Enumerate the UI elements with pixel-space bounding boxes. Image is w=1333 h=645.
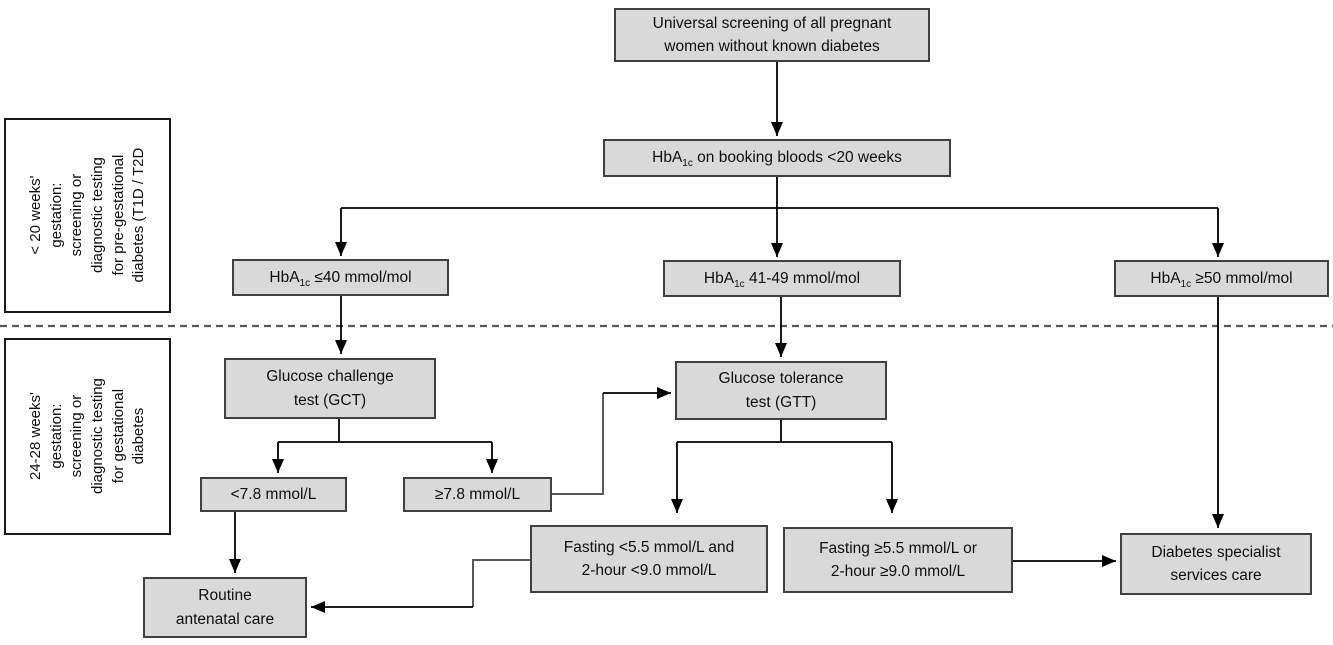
node-glucose-challenge-test: Glucose challenge test (GCT): [224, 358, 436, 419]
node-text: services care: [1170, 567, 1262, 584]
node-text: Glucose tolerance: [718, 370, 844, 388]
node-text: ≥7.8 mmol/L: [434, 485, 521, 503]
sidebar-line: gestation:: [47, 403, 65, 470]
node-text: test (GTT): [745, 393, 817, 411]
node-text: Fasting <5.5 mmol/L and: [563, 538, 735, 556]
node-gtt-normal-result: Fasting <5.5 mmol/L and 2-hour <9.0 mmol…: [530, 525, 768, 593]
node-hba1c-ge50: HbA1c ≥50 mmol/mol: [1114, 260, 1329, 297]
sidebar-label-24-28-weeks: 24-28 weeks' gestation: screening or dia…: [4, 338, 171, 535]
sidebar-line: for gestational: [109, 389, 127, 484]
node-text: Fasting ≥5.5 mmol/L or: [819, 539, 977, 557]
node-text: Glucose challenge: [266, 368, 394, 386]
node-universal-screening: Universal screening of all pregnant wome…: [614, 8, 930, 62]
sidebar-line: diabetes: [129, 408, 147, 465]
node-text: test (GCT): [293, 391, 367, 409]
node-text: antenatal care: [175, 610, 275, 628]
node-hba1c-41-49: HbA1c 41-49 mmol/mol: [663, 260, 901, 297]
node-gct-ge-7-8: ≥7.8 mmol/L: [403, 477, 552, 512]
node-text: women without known diabetes: [664, 38, 880, 55]
node-gct-below-7-8: <7.8 mmol/L: [200, 477, 347, 512]
sidebar-line: diagnostic testing: [88, 157, 106, 274]
sidebar-label-under-20-weeks-text: < 20 weeks' gestation: screening or diag…: [25, 121, 149, 311]
sidebar-line: for pre-gestational: [109, 155, 127, 276]
sidebar-line: screening or: [67, 395, 85, 478]
elbow-ge78-to-gtt: [552, 393, 604, 495]
elbow-gttneg-to-routine: [472, 559, 530, 607]
node-text: HbA1c ≤40 mmol/mol: [269, 268, 412, 289]
node-text: Universal screening of all pregnant: [652, 14, 892, 32]
sidebar-label-24-28-weeks-text: 24-28 weeks' gestation: screening or dia…: [25, 342, 149, 532]
node-text: Routine: [198, 587, 252, 605]
node-text: Diabetes specialist: [1151, 543, 1281, 561]
sidebar-line: diabetes (T1D / T2D: [129, 148, 147, 283]
node-glucose-tolerance-test: Glucose tolerance test (GTT): [675, 361, 887, 420]
sidebar-line: gestation:: [47, 182, 65, 249]
sidebar-line: < 20 weeks': [26, 175, 44, 256]
node-text: HbA1c ≥50 mmol/mol: [1150, 269, 1293, 290]
sidebar-line: diagnostic testing: [88, 378, 106, 495]
sidebar-label-under-20-weeks: < 20 weeks' gestation: screening or diag…: [4, 118, 171, 313]
node-routine-antenatal-care: Routine antenatal care: [143, 577, 307, 638]
node-diabetes-specialist-care: Diabetes specialist services care: [1120, 533, 1312, 595]
node-text: HbA1c 41-49 mmol/mol: [703, 269, 861, 290]
sidebar-line: screening or: [67, 174, 85, 257]
sidebar-line: 24-28 weeks': [26, 392, 44, 481]
node-gtt-abnormal-result: Fasting ≥5.5 mmol/L or 2-hour ≥9.0 mmol/…: [783, 527, 1013, 593]
node-text: HbA1c on booking bloods <20 weeks: [652, 149, 902, 170]
node-hba1c-le40: HbA1c ≤40 mmol/mol: [232, 259, 449, 296]
node-text: <7.8 mmol/L: [230, 485, 317, 503]
node-text: 2-hour <9.0 mmol/L: [581, 562, 717, 579]
node-hba1c-booking-bloods: HbA1c on booking bloods <20 weeks: [603, 139, 951, 177]
node-text: 2-hour ≥9.0 mmol/L: [830, 563, 966, 580]
